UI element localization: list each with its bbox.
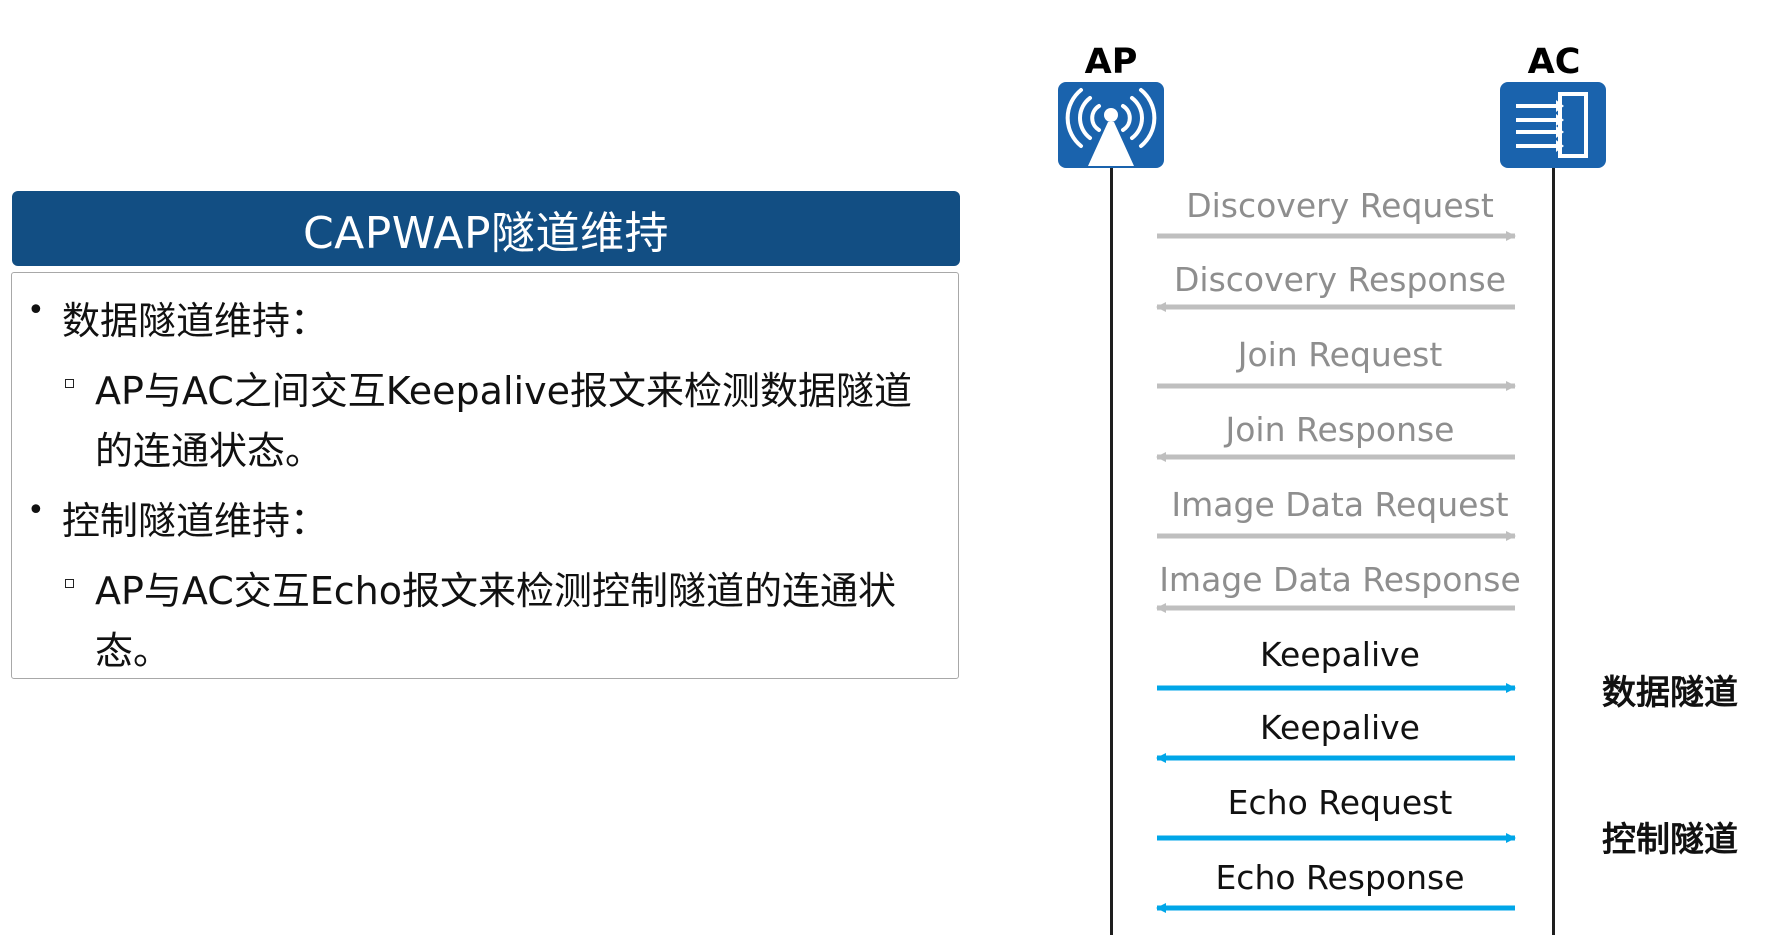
message-label-keepalive-response: Keepalive [1260, 708, 1420, 747]
bullet-icon: • [27, 493, 45, 528]
message-label-image-data-request: Image Data Request [1171, 485, 1509, 524]
panel-body [11, 272, 959, 679]
message-label-discovery-request: Discovery Request [1186, 186, 1494, 225]
bullet-icon: • [27, 293, 45, 328]
control-tunnel-detail-line2: 态。 [95, 629, 172, 673]
message-label-echo-response: Echo Response [1215, 858, 1465, 897]
ac-lifeline [1552, 168, 1555, 935]
message-label-join-request: Join Request [1237, 335, 1443, 374]
message-label-echo-request: Echo Request [1227, 783, 1453, 822]
wireless-ap-icon [1058, 82, 1164, 168]
control-tunnel-detail-line1: AP与AC交互Echo报文来检测控制隧道的连通状 [95, 569, 897, 613]
data-tunnel-detail-line1: AP与AC之间交互Keepalive报文来检测数据隧道 [95, 369, 912, 413]
data-tunnel-detail-line2: 的连通状态。 [95, 429, 324, 473]
sub-bullet-icon [65, 379, 74, 388]
panel-title: CAPWAP隧道维持 [12, 191, 960, 266]
message-label-discovery-response: Discovery Response [1173, 260, 1506, 299]
ap-lifeline [1110, 168, 1113, 935]
ap-label: AP [1084, 42, 1138, 82]
message-label-keepalive-request: Keepalive [1260, 635, 1420, 674]
message-label-image-data-response: Image Data Response [1159, 560, 1521, 599]
ac-label: AC [1527, 42, 1581, 82]
data-tunnel-label: 数据隧道 [1602, 673, 1738, 713]
control-tunnel-heading: 控制隧道维持： [62, 499, 329, 543]
data-tunnel-heading: 数据隧道维持： [62, 299, 329, 343]
access-controller-icon [1500, 82, 1606, 168]
message-label-join-response: Join Response [1225, 410, 1455, 449]
sub-bullet-icon [65, 579, 74, 588]
control-tunnel-label: 控制隧道 [1602, 820, 1738, 860]
